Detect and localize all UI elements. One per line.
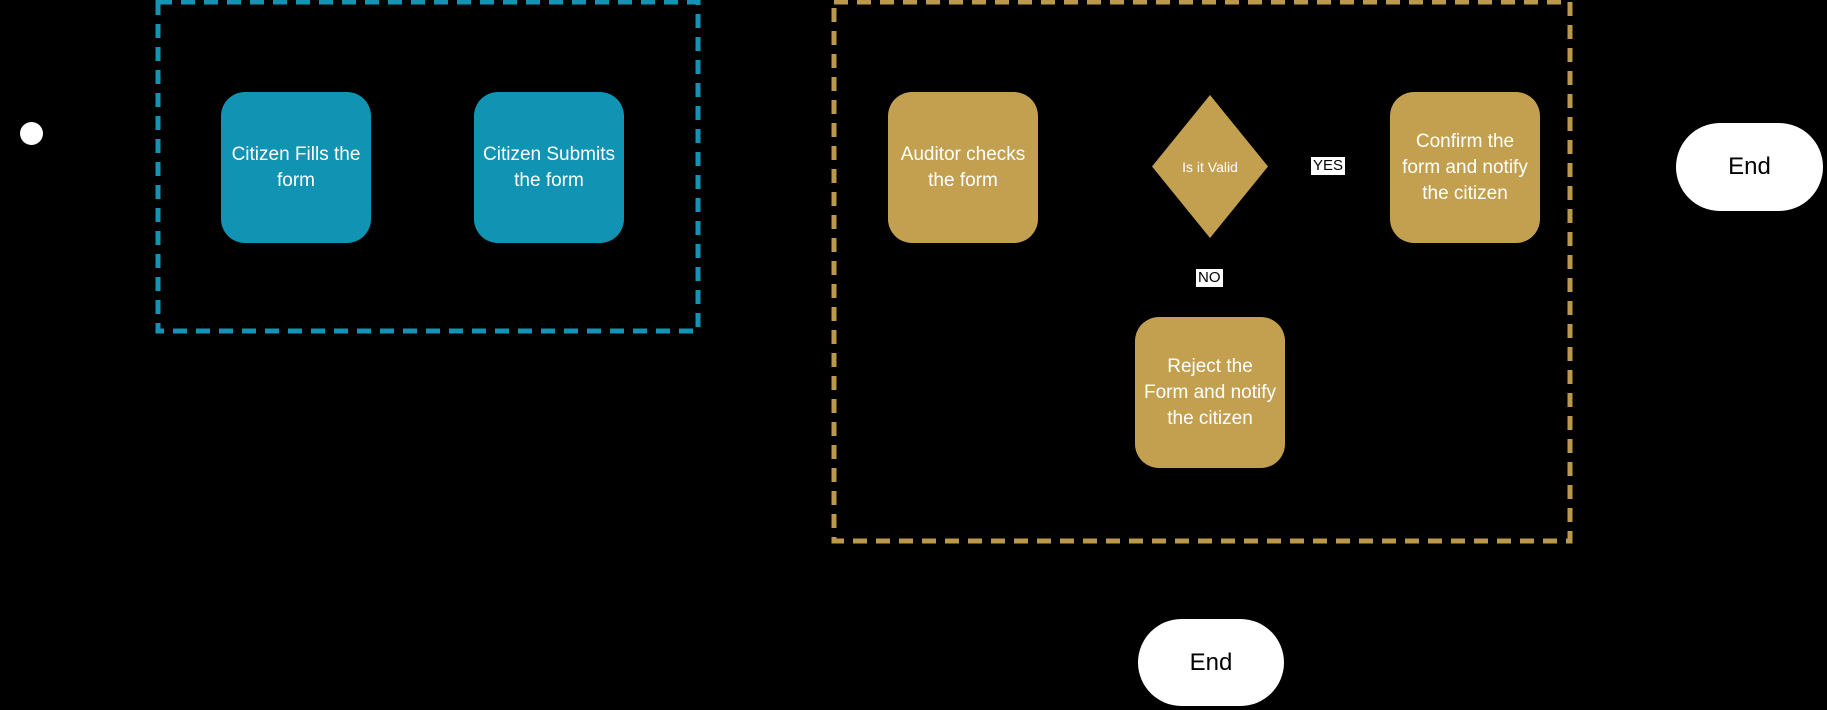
node-reject-and-notify[interactable]: Reject the Form and notify the citizen bbox=[1135, 317, 1285, 468]
node-confirm-and-notify[interactable]: Confirm the form and notify the citizen bbox=[1390, 92, 1540, 243]
end-label: End bbox=[1728, 153, 1771, 180]
end-event-bottom[interactable]: End bbox=[1138, 619, 1284, 706]
node-citizen-fills-form[interactable]: Citizen Fills the form bbox=[221, 92, 371, 243]
node-label: Citizen Fills the form bbox=[231, 143, 361, 191]
end-label: End bbox=[1189, 648, 1233, 676]
node-label: Citizen Submits the form bbox=[483, 143, 615, 191]
decision-node-is-it-valid[interactable]: Is it Valid bbox=[1152, 95, 1268, 238]
node-auditor-checks-form[interactable]: Auditor checks the form bbox=[888, 92, 1038, 243]
node-label: Confirm the form and notify the citizen bbox=[1402, 130, 1528, 204]
edge-label-no[interactable]: NO bbox=[1196, 269, 1223, 287]
edge-label-yes[interactable]: YES bbox=[1311, 157, 1346, 175]
start-event-node[interactable] bbox=[20, 122, 43, 145]
node-citizen-submits-form[interactable]: Citizen Submits the form bbox=[474, 92, 624, 243]
node-label: Reject the Form and notify the citizen bbox=[1144, 355, 1276, 429]
decision-label: Is it Valid bbox=[1182, 158, 1238, 175]
end-event-right[interactable]: End bbox=[1676, 123, 1823, 211]
node-label: Auditor checks the form bbox=[900, 143, 1026, 191]
